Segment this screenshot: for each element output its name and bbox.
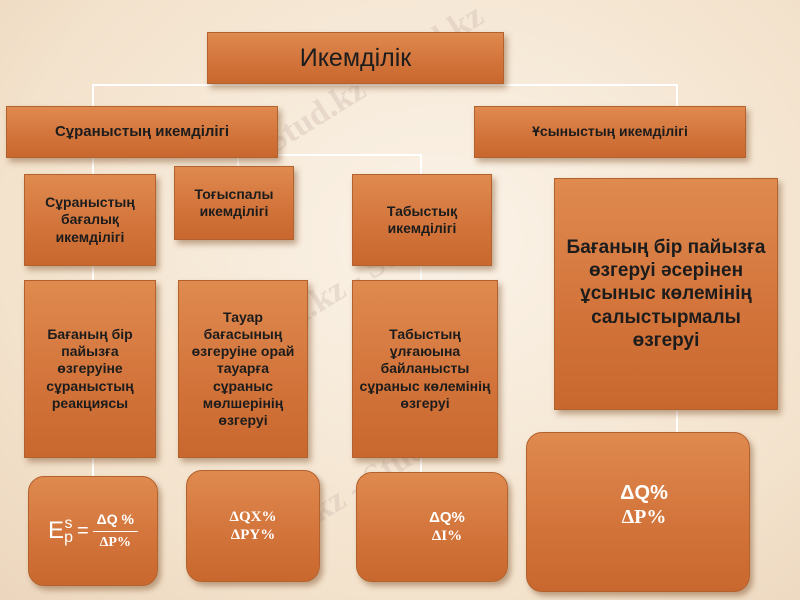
cross-elasticity-title: Тоғыспалы икемділігі (194, 185, 274, 219)
connector (92, 154, 94, 174)
income-formula-box: ΔQ% ΔI% (356, 472, 508, 582)
price-formula-box: E s p = ΔQ % ΔP% (28, 476, 158, 586)
formula-subscript: p (64, 529, 73, 546)
formula-denominator: ΔP% (621, 506, 667, 529)
root-node: Икемділік (207, 32, 504, 84)
formula-numerator: ΔQ% (620, 482, 668, 504)
supply-formula-box: ΔQ% ΔP% (526, 432, 750, 592)
cross-formula-box: ΔQX% ΔPY% (186, 470, 320, 582)
formula-numerator: ΔQ% (429, 508, 465, 526)
formula-numerator: ΔQX% (229, 508, 277, 525)
cross-description-node: Тауар бағасының өзгеруіне орай тауарға с… (178, 280, 308, 458)
price-elasticity-title: Сұраныстың бағалық икемділігі (45, 194, 135, 245)
connector (420, 154, 422, 174)
income-elasticity-title: Табыстық икемділігі (386, 202, 458, 236)
formula-denominator: ΔPY% (230, 527, 276, 543)
cross-elasticity-node: Тоғыспалы икемділігі (174, 166, 294, 240)
income-description: Табыстың ұлғаюына байланысты сұраныс көл… (359, 326, 491, 411)
connector (676, 410, 678, 432)
supply-description-node: Бағаның бір пайызға өзгеруі әсерінен ұсы… (554, 178, 778, 410)
price-description-node: Бағаның бір пайызға өзгеруіне сұраныстың… (24, 280, 156, 458)
formula-superscript: s (64, 514, 73, 532)
formula-symbol: E (48, 517, 65, 545)
price-elasticity-node: Сұраныстың бағалық икемділігі (24, 174, 156, 266)
connector (420, 266, 422, 280)
formula-denominator: ΔP% (99, 534, 131, 550)
connector (420, 458, 422, 472)
supply-elasticity-title: Ұсыныстың икемділігі (532, 123, 688, 140)
formula-fraction: ΔQ % ΔP% (92, 511, 138, 550)
supply-elasticity-node: Ұсыныстың икемділігі (474, 106, 746, 158)
connector (92, 84, 94, 106)
income-description-node: Табыстың ұлғаюына байланысты сұраныс көл… (352, 280, 498, 458)
price-elasticity-formula: E s p = ΔQ % ΔP% (48, 511, 138, 550)
formula-equals: = (76, 519, 89, 542)
price-description: Бағаның бір пайызға өзгеруіне сұраныстың… (46, 326, 134, 411)
connector (92, 458, 94, 476)
demand-elasticity-title: Сұраныстың икемділігі (54, 122, 230, 140)
income-elasticity-node: Табыстық икемділігі (352, 174, 492, 266)
connector (676, 84, 678, 106)
connector (237, 154, 239, 166)
formula-numerator: ΔQ % (92, 511, 138, 532)
root-title: Икемділік (299, 43, 412, 72)
cross-description: Тауар бағасының өзгеруіне орай тауарға с… (191, 309, 295, 428)
connector (92, 84, 676, 86)
formula-indices: s p (64, 514, 73, 546)
supply-description: Бағаның бір пайызға өзгеруі әсерінен ұсы… (566, 237, 766, 351)
formula-denominator: ΔI% (431, 528, 463, 544)
connector (92, 266, 94, 280)
demand-elasticity-node: Сұраныстың икемділігі (6, 106, 278, 158)
